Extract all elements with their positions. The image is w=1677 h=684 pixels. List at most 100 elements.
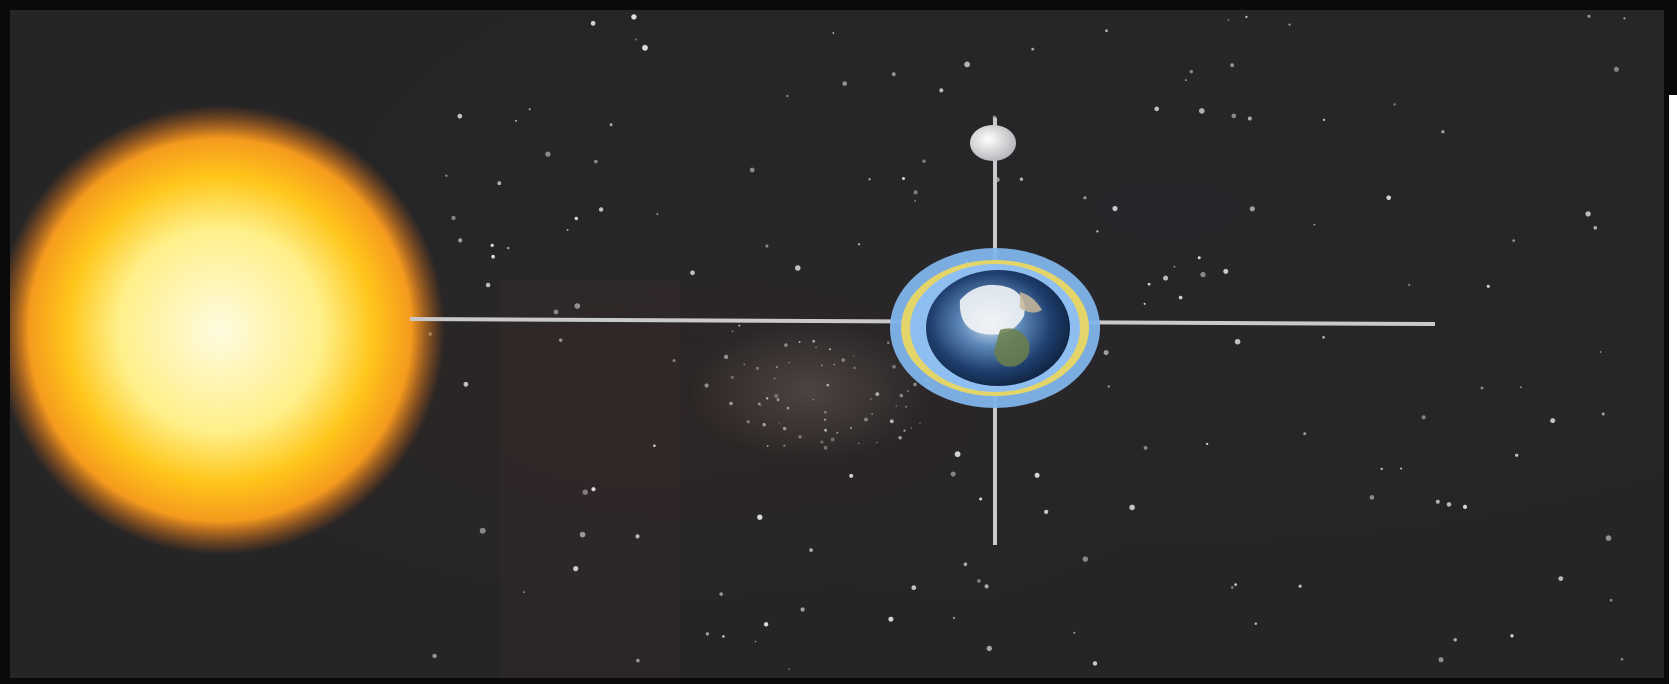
star (729, 401, 733, 406)
star (760, 405, 762, 407)
star (749, 167, 755, 173)
star (979, 497, 983, 501)
star (730, 375, 734, 379)
star (642, 44, 648, 51)
star (1044, 509, 1049, 514)
star (1322, 336, 1325, 339)
star (490, 243, 494, 247)
star (634, 38, 637, 41)
star (1223, 268, 1229, 274)
star (977, 579, 981, 583)
star (1178, 295, 1183, 300)
star (1512, 239, 1515, 242)
star (1184, 79, 1187, 82)
star (798, 341, 801, 343)
star (1519, 386, 1522, 389)
star (891, 72, 896, 77)
star (755, 366, 760, 370)
star (1129, 504, 1135, 511)
frame-edge (1669, 95, 1677, 684)
star (892, 364, 896, 369)
earth-desert (1020, 292, 1042, 313)
star (875, 392, 880, 396)
star (776, 398, 780, 402)
star (754, 640, 757, 643)
star (850, 426, 852, 429)
star (545, 151, 551, 157)
star (1083, 196, 1087, 200)
star (778, 422, 781, 424)
sun (10, 105, 445, 555)
star (1453, 638, 1457, 642)
star (497, 181, 502, 186)
star (952, 616, 956, 620)
star (590, 20, 596, 26)
star (913, 190, 918, 195)
star (870, 398, 872, 400)
star (705, 632, 710, 636)
star (766, 397, 769, 400)
star (1599, 351, 1602, 353)
star (485, 282, 491, 288)
star (836, 431, 839, 434)
star (853, 355, 855, 357)
star (1486, 284, 1490, 288)
dust-band (500, 280, 680, 678)
star (824, 418, 827, 421)
star (1620, 657, 1624, 661)
star (1092, 661, 1098, 666)
star (1205, 442, 1209, 446)
star (631, 14, 637, 20)
star (1408, 283, 1411, 286)
star (1247, 116, 1252, 121)
star (864, 417, 868, 422)
star (1031, 47, 1035, 51)
star (824, 410, 827, 414)
star (913, 382, 917, 387)
star (479, 527, 486, 534)
star (773, 377, 776, 380)
star (451, 215, 456, 221)
star (672, 359, 676, 363)
star (1197, 256, 1201, 260)
star (1446, 502, 1452, 507)
star (1393, 103, 1396, 106)
star (1435, 499, 1440, 504)
star (1587, 14, 1591, 18)
star (445, 174, 448, 177)
star (762, 423, 766, 427)
star (635, 534, 640, 539)
star (1107, 385, 1110, 388)
star (506, 246, 510, 250)
star (1313, 223, 1316, 226)
star (757, 514, 763, 520)
star (656, 213, 659, 216)
star (815, 346, 817, 349)
star (849, 473, 854, 478)
star (757, 402, 761, 406)
star (1303, 432, 1307, 436)
star (1593, 226, 1598, 230)
star (1400, 467, 1403, 470)
star (1558, 576, 1564, 581)
star (984, 584, 989, 589)
star (812, 398, 815, 401)
star (765, 244, 769, 248)
star (1585, 211, 1591, 217)
star (1073, 631, 1076, 634)
star (1200, 271, 1206, 278)
star (743, 363, 745, 366)
star (887, 341, 890, 345)
star (1154, 106, 1159, 112)
star (954, 451, 961, 458)
space-scene (10, 10, 1664, 678)
star (939, 88, 944, 93)
star (841, 358, 846, 362)
star (559, 338, 563, 342)
star (738, 324, 741, 327)
star (690, 270, 695, 276)
star (1105, 29, 1108, 33)
star (458, 238, 463, 243)
star (1234, 583, 1237, 586)
